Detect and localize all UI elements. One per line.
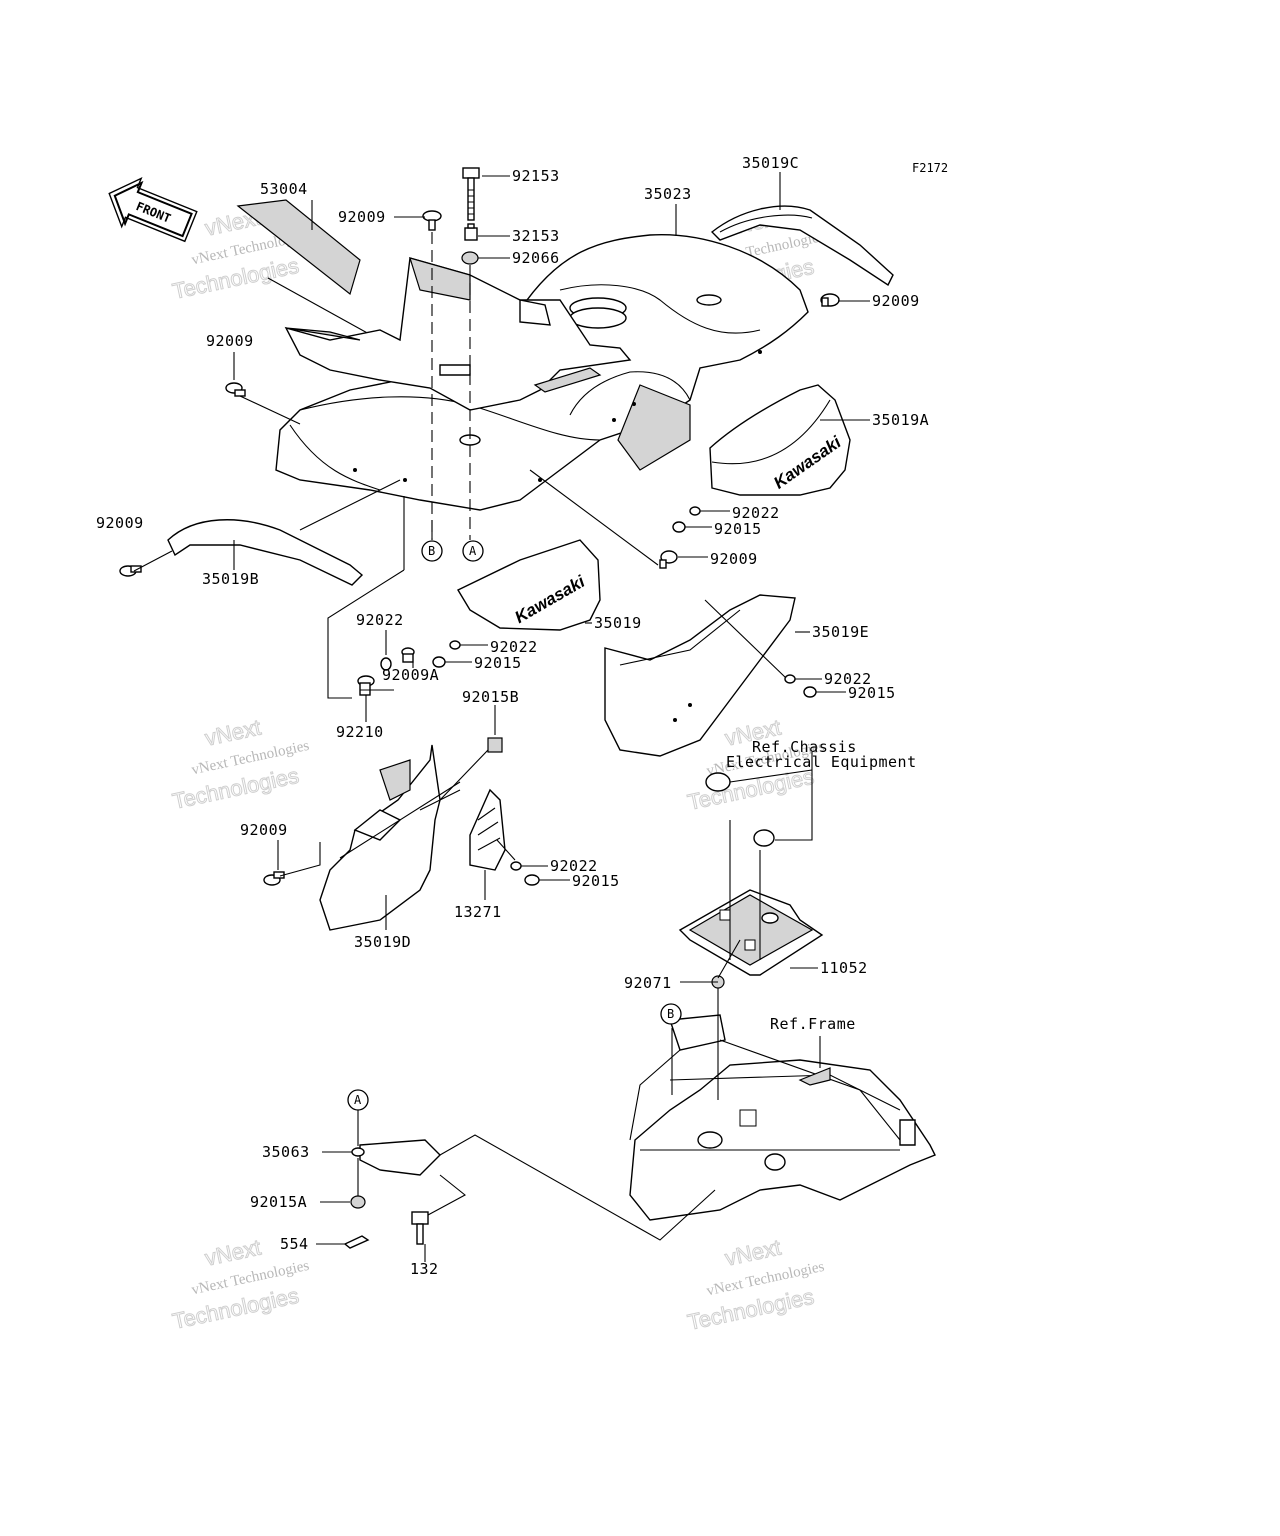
washer-92022-a-icon — [689, 506, 701, 516]
label-92071: 92071 — [624, 974, 672, 992]
label-35063: 35063 — [262, 1143, 310, 1161]
battery-box-11052 — [678, 889, 824, 976]
leader-lines — [133, 175, 870, 1262]
label-132: 132 — [410, 1260, 439, 1278]
label-92015B: 92015B — [462, 688, 519, 706]
svg-text:vNext: vNext — [723, 1235, 783, 1271]
svg-text:Technologies: Technologies — [685, 764, 816, 815]
clip-92015B-icon — [487, 737, 503, 753]
collar-32153-icon — [464, 223, 478, 241]
label-92066: 92066 — [512, 249, 560, 267]
svg-text:Technologies: Technologies — [170, 253, 301, 304]
screw-92009-b-icon — [119, 565, 142, 577]
label-92015-e: 92015 — [572, 872, 620, 890]
label-92022-d: 92022 — [824, 670, 872, 688]
watermark-mid-left: vNext vNext Technologies Technologies — [170, 714, 311, 814]
frame-reference — [629, 1014, 936, 1221]
label-92009-top: 92009 — [338, 208, 386, 226]
svg-text:vNext: vNext — [203, 715, 263, 751]
label-92009-b: 92009 — [96, 514, 144, 532]
label-53004: 53004 — [260, 180, 308, 198]
label-92015-a: 92015 — [714, 520, 762, 538]
callout-b-top: B — [421, 520, 443, 562]
label-35019C: 35019C — [742, 154, 799, 172]
label-92009A: 92009A — [382, 666, 439, 684]
side-cover-35019A: Kawasaki — [709, 384, 851, 496]
screw-92009-top-icon — [422, 210, 442, 231]
label-92022-a: 92022 — [732, 504, 780, 522]
washer-92022-e-icon — [510, 861, 522, 871]
label-35019B: 35019B — [202, 570, 259, 588]
label-92210: 92210 — [336, 723, 384, 741]
svg-text:A: A — [354, 1093, 362, 1107]
watermark-bottom-right: vNext vNext Technologies Technologies — [685, 1234, 826, 1335]
bolt-92153-icon — [462, 167, 480, 221]
side-cover-35019D — [319, 744, 441, 931]
label-35023: 35023 — [644, 185, 692, 203]
washer-92022-b-icon — [449, 640, 461, 650]
svg-text:B: B — [667, 1007, 674, 1021]
screw-92009-left-icon — [225, 382, 246, 397]
decal-53004 — [236, 199, 381, 341]
svg-text:B: B — [428, 544, 435, 558]
side-cover-35019C — [710, 172, 894, 287]
label-92015-b: 92015 — [474, 654, 522, 672]
label-92015A: 92015A — [250, 1193, 307, 1211]
label-92015-d: 92015 — [848, 684, 896, 702]
label-ref-chassis-2: Electrical Equipment — [726, 753, 917, 771]
nut-92015-a-icon — [672, 521, 686, 533]
label-92022-c: 92022 — [356, 611, 404, 629]
bracket-35063 — [351, 1134, 716, 1241]
label-554: 554 — [280, 1235, 309, 1253]
nut-92015-e-icon — [524, 874, 540, 886]
cotter-pin-554-icon — [343, 1235, 370, 1249]
label-11052: 11052 — [820, 959, 868, 977]
label-92022-b: 92022 — [490, 638, 538, 656]
label-32153: 32153 — [512, 227, 560, 245]
bolt-132-icon — [411, 1211, 429, 1245]
label-92009-d: 92009 — [240, 821, 288, 839]
label-92009-mid: 92009 — [710, 550, 758, 568]
washer-92022-d-icon — [784, 674, 796, 684]
side-cover-35019: Kawasaki — [457, 539, 601, 631]
callout-a-top: A — [462, 540, 484, 562]
label-92009-right: 92009 — [872, 292, 920, 310]
callout-b-frame: B — [660, 1003, 682, 1025]
label-92022-e: 92022 — [550, 857, 598, 875]
callout-a-bracket: A — [347, 1089, 369, 1111]
label-13271: 13271 — [454, 903, 502, 921]
washer-92022-c-icon — [380, 657, 392, 671]
figure-code: F2172 — [912, 161, 948, 175]
svg-text:vNext: vNext — [203, 1235, 263, 1271]
svg-text:Technologies: Technologies — [170, 1283, 301, 1334]
label-92153: 92153 — [512, 167, 560, 185]
label-ref-frame: Ref.Frame — [770, 1015, 856, 1033]
side-cover-35019B — [167, 519, 364, 586]
svg-text:Technologies: Technologies — [685, 1284, 816, 1335]
side-cover-35019E — [604, 594, 810, 757]
label-35019A: 35019A — [872, 411, 929, 429]
screw-92009A-icon — [401, 647, 415, 663]
label-35019D: 35019D — [354, 933, 411, 951]
front-arrow-icon: FRONT — [108, 177, 198, 243]
label-35019: 35019 — [594, 614, 642, 632]
screw-92009-right-icon — [820, 293, 840, 307]
screw-92009-mid-icon — [659, 550, 678, 569]
inner-panel — [284, 257, 632, 411]
screw-92009-d-icon — [263, 871, 285, 886]
label-92009-left: 92009 — [206, 332, 254, 350]
svg-text:Technologies: Technologies — [170, 763, 301, 814]
nut-92015-d-icon — [803, 686, 817, 698]
pin-92210-icon — [357, 675, 375, 696]
svg-text:A: A — [469, 544, 477, 558]
clamp-parts — [705, 752, 813, 960]
nut-92015A-icon — [350, 1195, 366, 1209]
part-labels: 53004 92009 92153 32153 92066 35023 3501… — [96, 154, 929, 1278]
grommet-92066-icon — [461, 251, 479, 265]
label-35019E: 35019E — [812, 623, 869, 641]
label-ref-chassis-1: Ref.Chassis — [752, 738, 857, 756]
bracket-13271 — [469, 788, 506, 900]
